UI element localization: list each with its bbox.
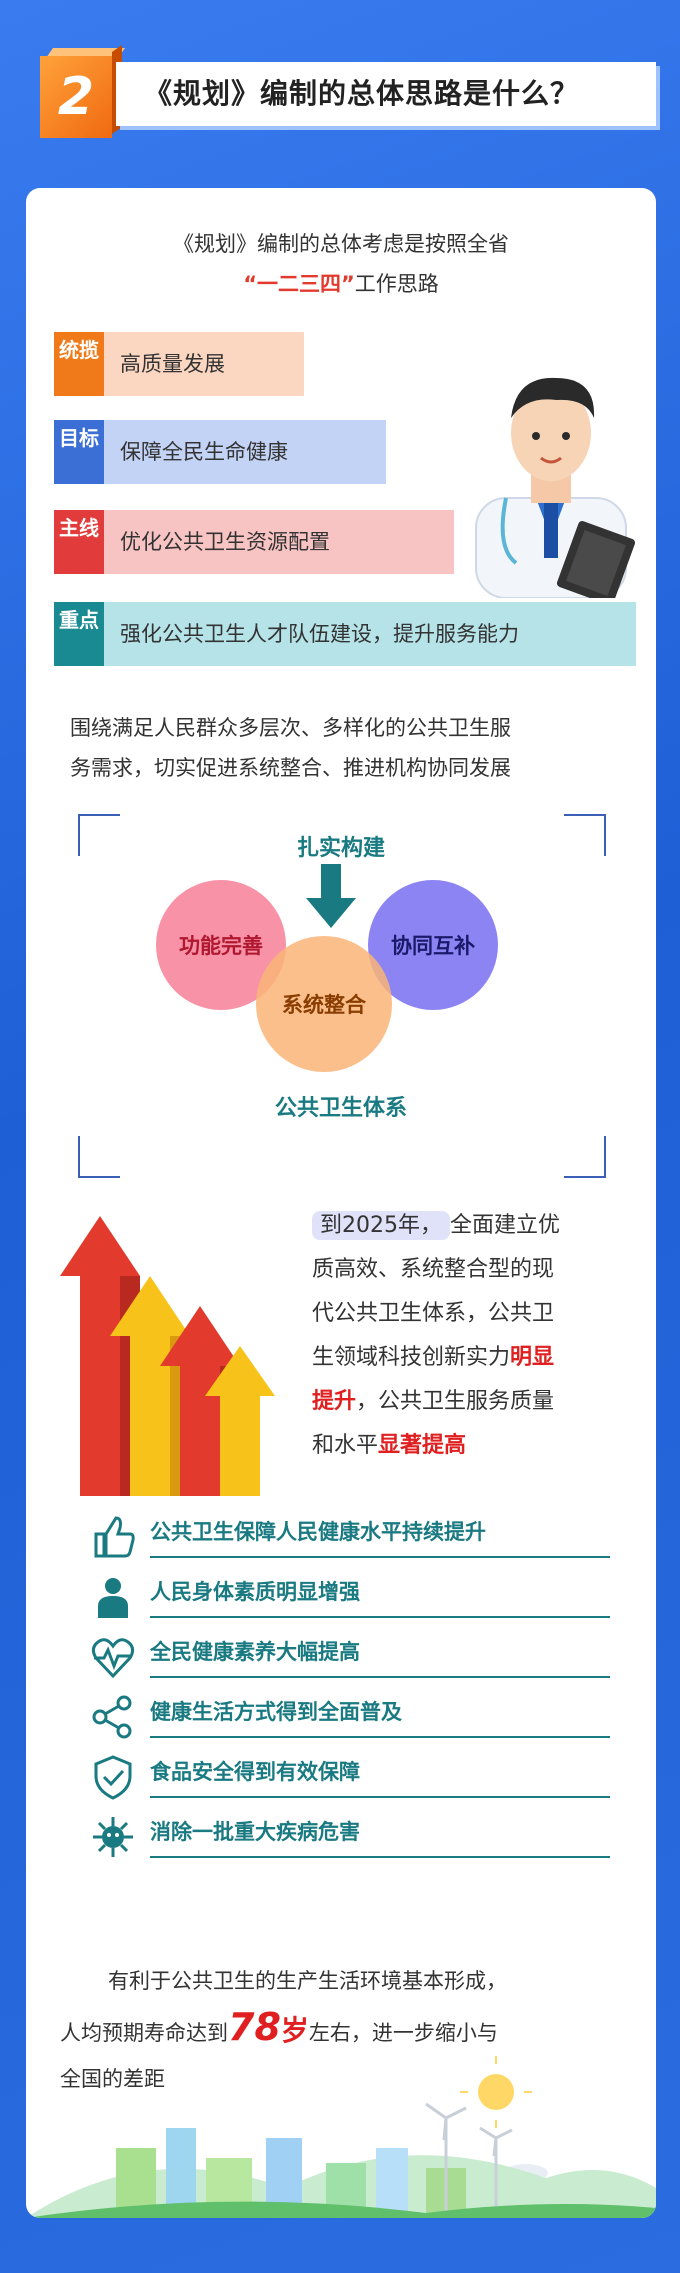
thumbs-up-icon xyxy=(94,1516,135,1558)
goal-line-3: 代公共卫生体系，公共卫 xyxy=(312,1301,555,1326)
rising-arrows-illustration xyxy=(60,1216,275,1496)
shield-check-icon xyxy=(94,1755,132,1800)
heart-pulse-icon xyxy=(91,1638,135,1679)
list-item-text: 消除一批重大疾病危害 xyxy=(150,1820,360,1844)
section-header: 2 《规划》编制的总体思路是什么？ xyxy=(40,44,656,138)
bracket-bottom-right xyxy=(564,1136,606,1178)
goal-line-5: ，公共卫生服务质量 xyxy=(356,1389,555,1414)
closing-line-3: 全国的差距 xyxy=(60,2067,165,2091)
section-number-block: 2 xyxy=(40,44,126,138)
coordination-paragraph: 围绕满足人民群众多层次、多样化的公共卫生服 务需求，切实促进系统整合、推进机构协… xyxy=(70,708,511,788)
goal-highlight-3: 显著提高 xyxy=(378,1433,467,1458)
venn-bottom-label: 公共卫生体系 xyxy=(274,1096,407,1121)
list-item: 人民身体素质明显增强 xyxy=(90,1564,610,1624)
doctor-illustration xyxy=(475,377,636,598)
principle-tag: 主线 xyxy=(54,510,104,574)
life-expectancy-number: 78 xyxy=(228,2005,281,2049)
principle-text: 优化公共卫生资源配置 xyxy=(104,510,454,574)
goal-paragraph: 到2025年，全面建立优 质高效、系统整合型的现 代公共卫生体系，公共卫 生领域… xyxy=(312,1204,560,1468)
list-item: 公共卫生保障人民健康水平持续提升 xyxy=(90,1504,610,1564)
principle-text: 高质量发展 xyxy=(104,332,304,396)
section-title: 《规划》编制的总体思路是什么？ xyxy=(144,77,580,110)
closing-line-1: 有利于公共卫生的生产生活环境基本形成， xyxy=(108,1969,507,1993)
life-expectancy-unit: 岁 xyxy=(280,2014,309,2047)
closing-line-2a: 人均预期寿命达到 xyxy=(60,2021,228,2045)
list-item-text: 健康生活方式得到全面普及 xyxy=(150,1700,402,1724)
virus-icon xyxy=(93,1817,133,1857)
coordination-line-2: 务需求，切实促进系统整合、推进机构协同发展 xyxy=(70,756,511,780)
list-item-text: 全民健康素养大幅提高 xyxy=(150,1640,360,1664)
goal-highlight-1: 明显 xyxy=(510,1345,555,1370)
section-number: 2 xyxy=(57,67,95,127)
venn-top-label: 扎实构建 xyxy=(296,836,385,861)
goal-line-6: 和水平 xyxy=(312,1433,379,1458)
green-city-illustration xyxy=(26,2056,656,2218)
list-item: 食品安全得到有效保障 xyxy=(90,1744,610,1804)
list-item: 全民健康素养大幅提高 xyxy=(90,1624,610,1684)
bracket-top-right xyxy=(564,814,606,856)
venn-circle-center: 系统整合 xyxy=(256,936,392,1072)
intro-line-1: 《规划》编制的总体考虑是按照全省 xyxy=(173,232,509,256)
principle-tag: 统揽 xyxy=(54,332,104,396)
principle-tag: 目标 xyxy=(54,420,104,484)
goal-year: 到2025年， xyxy=(312,1211,450,1240)
list-item-text: 公共卫生保障人民健康水平持续提升 xyxy=(150,1520,486,1544)
content-card: 《规划》编制的总体考虑是按照全省 “一二三四”工作思路 统揽 高质量发展 目标 … xyxy=(26,188,656,2218)
intro-line-2: 工作思路 xyxy=(354,272,439,296)
intro-highlight: “一二三四” xyxy=(243,272,355,296)
list-item-text: 食品安全得到有效保障 xyxy=(150,1760,360,1784)
principle-text: 强化公共卫生人才队伍建设，提升服务能力 xyxy=(104,602,636,666)
goal-line-4: 生领域科技创新实力 xyxy=(312,1345,511,1370)
bracket-top-left xyxy=(78,814,120,856)
principle-text: 保障全民生命健康 xyxy=(104,420,386,484)
list-item: 消除一批重大疾病危害 xyxy=(90,1804,610,1864)
person-icon xyxy=(98,1578,128,1618)
closing-paragraph: 有利于公共卫生的生产生活环境基本形成， 人均预期寿命达到78岁左右，进一步缩小与… xyxy=(60,1958,507,2102)
coordination-line-1: 围绕满足人民群众多层次、多样化的公共卫生服 xyxy=(70,716,511,740)
goal-highlight-2: 提升 xyxy=(312,1389,357,1414)
intro-text: 《规划》编制的总体考虑是按照全省 “一二三四”工作思路 xyxy=(26,224,656,304)
title-bar: 《规划》编制的总体思路是什么？ xyxy=(116,62,656,126)
down-arrow-icon xyxy=(306,864,356,928)
list-item-text: 人民身体素质明显增强 xyxy=(150,1580,360,1604)
list-item: 健康生活方式得到全面普及 xyxy=(90,1684,610,1744)
goal-line-1: 全面建立优 xyxy=(450,1213,561,1238)
share-icon xyxy=(92,1695,132,1739)
bracket-bottom-left xyxy=(78,1136,120,1178)
principle-tag: 重点 xyxy=(54,602,104,666)
goal-line-2: 质高效、系统整合型的现 xyxy=(312,1257,555,1282)
closing-line-2b: 左右，进一步缩小与 xyxy=(308,2021,498,2045)
